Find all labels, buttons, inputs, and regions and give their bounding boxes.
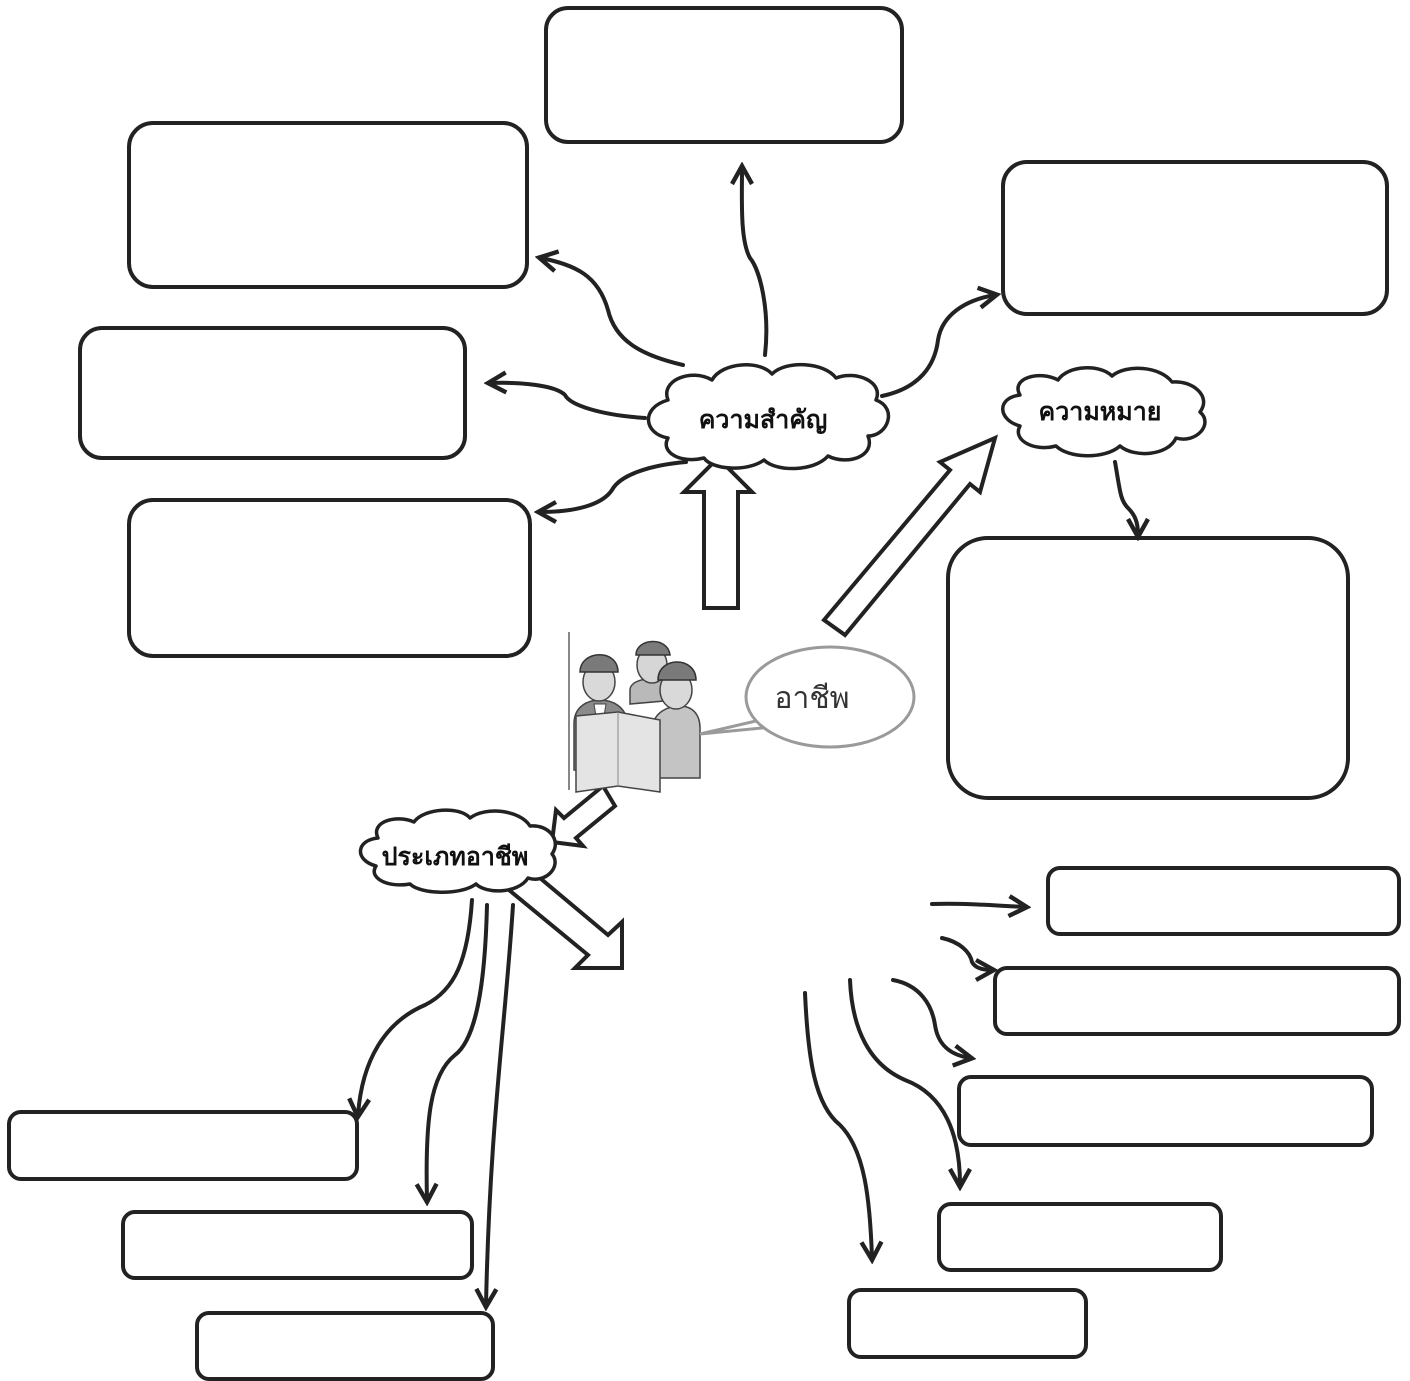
arrow-to-meaning-box-upper-right: [882, 295, 995, 396]
right-list-box-3[interactable]: [959, 1077, 1372, 1145]
arrow-to-importance-box-upper-left: [541, 258, 683, 365]
meaning-box-upper-right[interactable]: [1003, 162, 1387, 314]
cloud-importance: ความสำคัญ: [648, 365, 888, 469]
arrow-to-right-list-box-2: [942, 938, 992, 970]
importance-box-top[interactable]: [546, 8, 902, 142]
arrow-to-right-list-box-3: [893, 980, 970, 1058]
arrow-to-importance-box-lower-left: [540, 462, 686, 512]
right-list-box-4[interactable]: [939, 1204, 1221, 1270]
meaning-box-definition[interactable]: [948, 538, 1348, 798]
block-arrow-down-to-types: [552, 786, 615, 846]
topic-types-label: ประเภทอาชีพ: [382, 842, 529, 871]
types-box-2[interactable]: [123, 1212, 472, 1278]
importance-box-middle-left[interactable]: [80, 328, 465, 458]
arrow-to-right-list-box-1: [932, 904, 1025, 907]
speech-bubble: อาชีพ: [700, 647, 914, 747]
center-label: อาชีพ: [775, 681, 850, 716]
right-list-box-5[interactable]: [849, 1290, 1086, 1357]
arrow-to-right-list-box-4: [850, 980, 960, 1185]
right-list-box-1[interactable]: [1048, 868, 1399, 934]
workers-illustration: [569, 632, 700, 792]
arrow-to-importance-box-middle-left: [490, 383, 645, 418]
cloud-meaning: ความหมาย: [1003, 368, 1205, 456]
cloud-types: ประเภทอาชีพ: [360, 810, 555, 892]
arrow-to-types-box-2: [427, 905, 487, 1200]
topic-importance-label: ความสำคัญ: [699, 405, 828, 434]
right-list-box-2[interactable]: [995, 968, 1399, 1034]
types-box-1[interactable]: [9, 1112, 357, 1179]
topic-meaning-label: ความหมาย: [1039, 397, 1162, 426]
types-box-3[interactable]: [197, 1313, 493, 1379]
block-arrow-up-to-importance: [684, 458, 752, 608]
arrow-to-importance-box-top: [742, 168, 766, 355]
importance-box-lower-left[interactable]: [129, 500, 530, 656]
arrow-to-meaning-box-definition: [1115, 462, 1138, 535]
importance-box-upper-left[interactable]: [129, 123, 527, 287]
arrow-to-types-box-1: [358, 900, 472, 1115]
speech-bubble-tail: [700, 720, 762, 734]
arrow-to-types-box-3: [486, 905, 513, 1305]
